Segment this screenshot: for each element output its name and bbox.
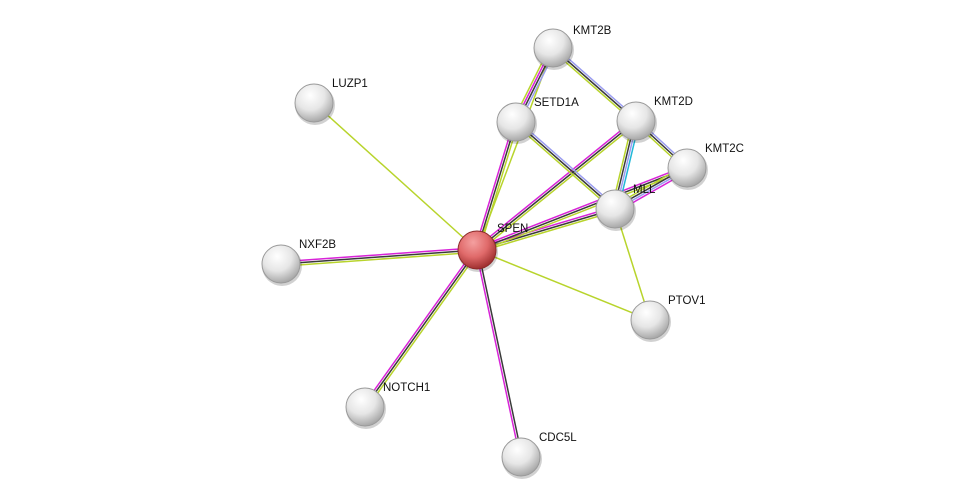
evidence-line-textmining xyxy=(514,123,615,212)
edge-spen-ptov1[interactable] xyxy=(476,249,651,321)
node-label: KMT2D xyxy=(654,96,693,108)
node-ptov1[interactable]: PTOV1 xyxy=(630,295,706,342)
evidence-line-coexpression xyxy=(476,120,637,251)
node-label: SPEN xyxy=(497,223,528,235)
evidence-line-experiments xyxy=(280,247,477,263)
node-label: SETD1A xyxy=(534,97,579,109)
edge-spen-setd1a[interactable] xyxy=(474,121,519,251)
node-label: LUZP1 xyxy=(332,78,368,90)
node-sphere[interactable] xyxy=(533,28,573,68)
node-kmt2c[interactable]: KMT2C xyxy=(667,143,744,190)
node-nxf2b[interactable]: NXF2B xyxy=(261,239,336,286)
evidence-line-textmining xyxy=(478,122,519,251)
node-sphere[interactable] xyxy=(261,244,301,284)
edge-spen-nxf2b[interactable] xyxy=(280,247,478,267)
edge-spen-cdc5l[interactable] xyxy=(475,249,523,458)
evidence-line-experiments xyxy=(475,250,521,458)
edge-spen-kmt2d[interactable] xyxy=(475,118,638,253)
evidence-line-coexpression xyxy=(476,167,688,251)
node-sphere[interactable] xyxy=(496,102,536,142)
node-sphere[interactable] xyxy=(667,148,707,188)
node-label: KMT2B xyxy=(573,25,612,37)
evidence-line-experiments xyxy=(362,248,476,407)
evidence-line-coexpression xyxy=(515,121,616,210)
evidence-line-coexpression xyxy=(280,249,478,265)
evidence-line-textmining xyxy=(313,102,478,251)
node-sphere[interactable] xyxy=(630,300,670,340)
node-sphere[interactable] xyxy=(457,230,497,270)
node-sphere[interactable] xyxy=(616,101,656,141)
node-kmt2b[interactable]: KMT2B xyxy=(533,25,612,70)
evidence-line-textmining xyxy=(281,251,478,267)
evidence-line-experiments xyxy=(475,118,636,249)
node-cdc5l[interactable]: CDC5L xyxy=(501,432,577,479)
node-label: NOTCH1 xyxy=(383,382,430,394)
evidence-line-coexpression xyxy=(476,121,517,251)
evidence-line-textmining xyxy=(477,210,616,253)
node-sphere[interactable] xyxy=(294,83,334,123)
evidence-line-textmining xyxy=(366,250,480,409)
node-sphere[interactable] xyxy=(345,387,385,427)
node-sphere[interactable] xyxy=(595,189,635,229)
node-label: PTOV1 xyxy=(668,295,706,307)
evidence-line-textmining xyxy=(476,249,651,321)
evidence-line-experiments xyxy=(474,121,515,250)
node-label: NXF2B xyxy=(299,239,336,251)
node-spen[interactable]: SPEN xyxy=(457,223,528,272)
node-setd1a[interactable]: SETD1A xyxy=(496,97,579,144)
node-label: CDC5L xyxy=(539,432,577,444)
evidence-line-experiments xyxy=(475,165,687,249)
edge-spen-luzp1[interactable] xyxy=(313,102,478,251)
evidence-line-coexpression xyxy=(477,249,523,457)
node-label: KMT2C xyxy=(705,143,744,155)
edge-setd1a-mll[interactable] xyxy=(514,119,617,212)
node-mll[interactable]: MLL xyxy=(595,184,656,231)
node-kmt2d[interactable]: KMT2D xyxy=(616,96,693,143)
edge-spen-notch1[interactable] xyxy=(362,248,480,409)
node-label: MLL xyxy=(633,184,656,196)
node-luzp1[interactable]: LUZP1 xyxy=(294,78,368,125)
evidence-line-textmining xyxy=(477,122,638,253)
node-notch1[interactable]: NOTCH1 xyxy=(345,382,430,429)
evidence-line-coexpression xyxy=(364,249,478,408)
node-sphere[interactable] xyxy=(501,437,541,477)
evidence-line-homology xyxy=(516,119,617,208)
